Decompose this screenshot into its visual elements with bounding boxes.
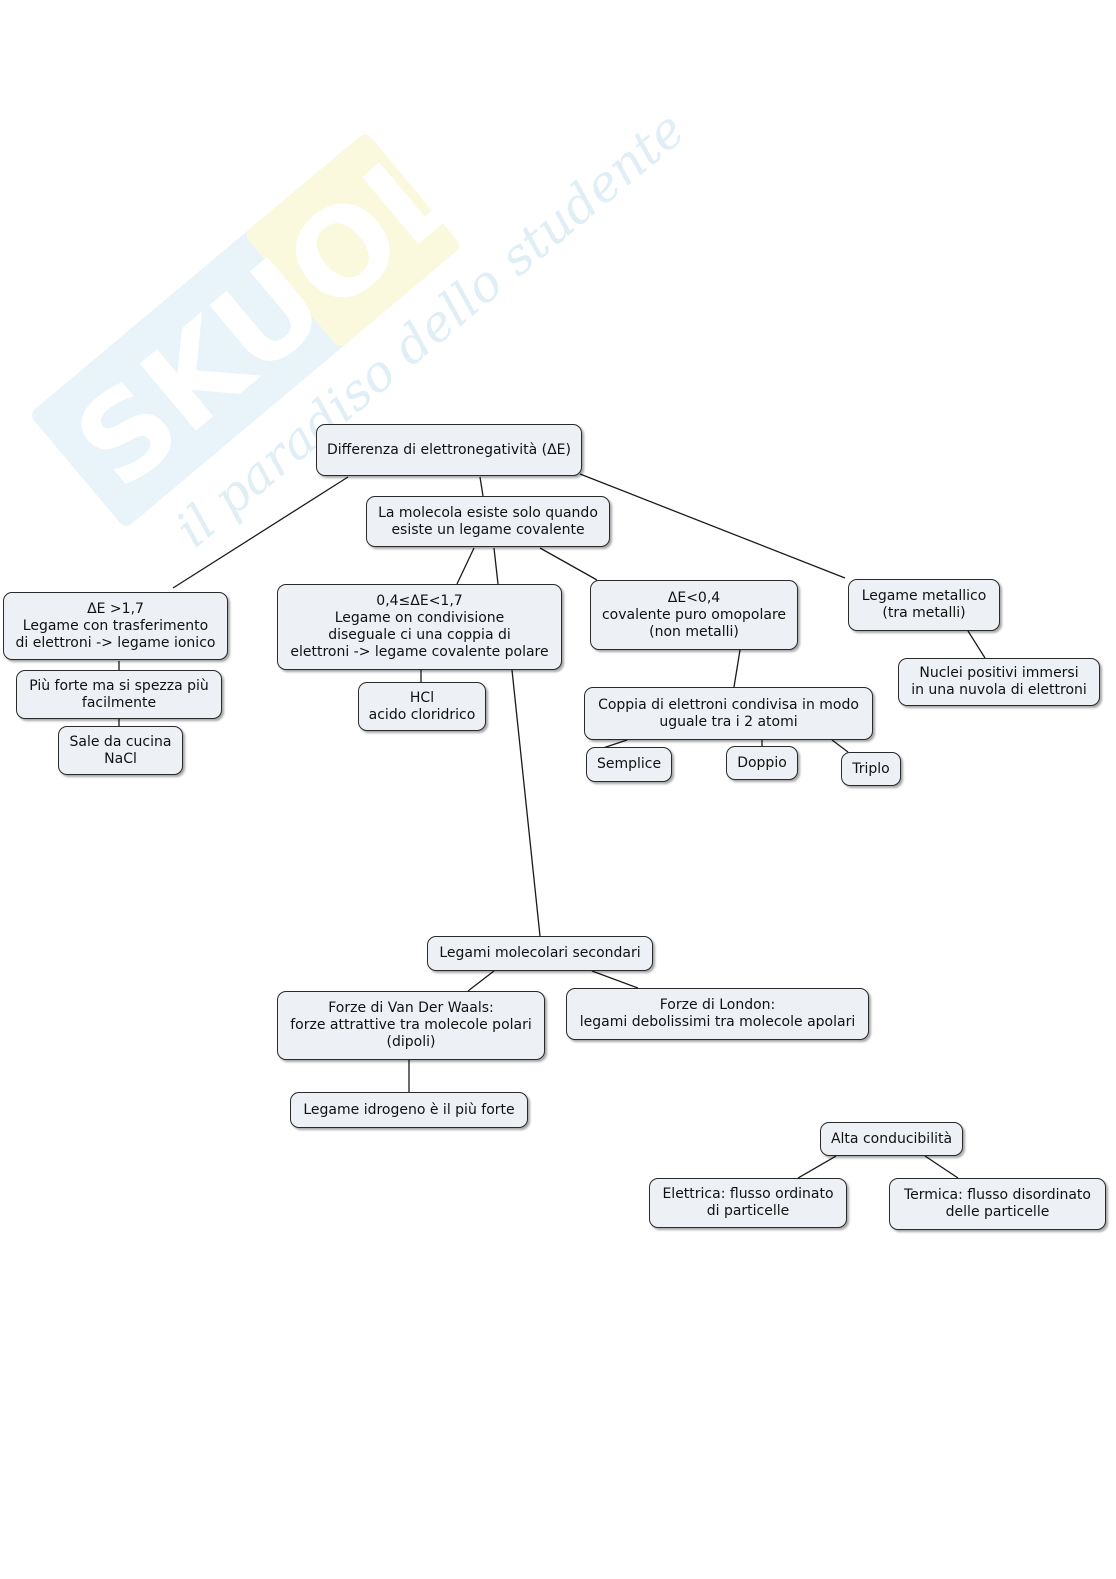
node-positive-nuclei: Nuclei positivi immersi in una nuvola di… bbox=[898, 658, 1100, 706]
connector bbox=[924, 1155, 959, 1179]
node-text: Legame idrogeno è il più forte bbox=[303, 1101, 515, 1118]
connector bbox=[591, 970, 639, 989]
connector bbox=[172, 476, 349, 589]
node-text: NaCl bbox=[104, 750, 137, 767]
node-text: di elettroni -> legame ionico bbox=[15, 634, 216, 651]
node-text: legami debolissimi tra molecole apolari bbox=[579, 1014, 856, 1030]
watermark-tagline: il paradiso dello studente bbox=[165, 100, 696, 558]
node-triple-bond: Triplo bbox=[841, 752, 901, 786]
node-text: Coppia di elettroni condivisa in modo bbox=[598, 696, 859, 713]
node-text: diseguale ci una coppia di bbox=[328, 627, 511, 643]
node-text: (tra metalli) bbox=[882, 605, 966, 621]
node-text: delle particelle bbox=[945, 1204, 1050, 1220]
node-text: covalente puro omopolare bbox=[601, 606, 787, 623]
node-stronger-breaks: Più forte ma si spezza più facilmente bbox=[16, 670, 222, 719]
connector bbox=[479, 476, 484, 497]
node-text: elettroni -> legame covalente polare bbox=[290, 644, 549, 660]
watermark-band-accent bbox=[246, 134, 460, 346]
node-text: Forze di Van Der Waals: bbox=[328, 1000, 494, 1016]
connector bbox=[967, 630, 986, 659]
node-text: Forze di London: bbox=[659, 997, 776, 1013]
node-text: Più forte ma si spezza più bbox=[29, 677, 209, 694]
connector bbox=[511, 669, 541, 937]
node-text: facilmente bbox=[81, 694, 157, 711]
node-text: ΔE<0,4 bbox=[667, 589, 721, 606]
node-molecule-exists: La molecola esiste solo quando esiste un… bbox=[366, 496, 610, 547]
node-text: uguale tra i 2 atomi bbox=[659, 713, 798, 730]
connector bbox=[456, 547, 475, 585]
node-shared-pair: Coppia di elettroni condivisa in modo ug… bbox=[584, 687, 873, 740]
connector bbox=[831, 739, 849, 753]
node-text: La molecola esiste solo quando bbox=[378, 504, 598, 521]
node-text: Legami molecolari secondari bbox=[439, 945, 641, 961]
node-text: Elettrica: flusso ordinato bbox=[662, 1186, 834, 1202]
node-text: forze attrattive tra molecole polari bbox=[290, 1017, 532, 1033]
node-secondary-bonds: Legami molecolari secondari bbox=[427, 936, 653, 971]
connector bbox=[539, 547, 598, 581]
node-electrical-conductivity: Elettrica: flusso ordinato di particelle bbox=[649, 1178, 847, 1228]
node-text: Semplice bbox=[596, 756, 662, 772]
node-london-forces: Forze di London: legami debolissimi tra … bbox=[566, 988, 869, 1040]
node-text: ΔE >1,7 bbox=[87, 600, 144, 617]
node-text: Triplo bbox=[852, 760, 890, 777]
connector bbox=[579, 473, 846, 579]
node-table-salt: Sale da cucina NaCl bbox=[58, 726, 183, 775]
node-text: Termica: flusso disordinato bbox=[904, 1187, 1091, 1203]
node-thermal-conductivity: Termica: flusso disordinato delle partic… bbox=[889, 1178, 1106, 1230]
node-high-conductivity: Alta conducibilità bbox=[820, 1122, 963, 1156]
node-electronegativity-difference: Differenza di elettronegatività (ΔE) bbox=[316, 424, 582, 476]
node-text: di particelle bbox=[706, 1203, 790, 1219]
connector bbox=[467, 970, 495, 992]
node-text: Legame on condivisione bbox=[334, 610, 505, 626]
node-text: acido cloridrico bbox=[368, 706, 476, 723]
node-double-bond: Doppio bbox=[726, 746, 798, 780]
node-text: Alta conducibilità bbox=[830, 1130, 953, 1147]
node-text: Legame con trasferimento bbox=[22, 617, 209, 634]
node-text: in una nuvola di elettroni bbox=[911, 682, 1087, 698]
node-hcl: HCl acido cloridrico bbox=[358, 682, 486, 731]
node-nonpolar-covalent: ΔE<0,4 covalente puro omopolare (non met… bbox=[590, 580, 798, 650]
node-text: Legame metallico bbox=[861, 588, 987, 604]
node-text: Doppio bbox=[737, 754, 787, 771]
node-single-bond: Semplice bbox=[586, 747, 672, 782]
connector bbox=[733, 649, 741, 688]
connector bbox=[797, 1155, 837, 1179]
node-text: HCl bbox=[409, 689, 435, 706]
node-text: (dipoli) bbox=[386, 1034, 436, 1050]
node-hydrogen-bond: Legame idrogeno è il più forte bbox=[290, 1092, 528, 1128]
connector bbox=[493, 547, 499, 585]
node-van-der-waals: Forze di Van Der Waals: forze attrattive… bbox=[277, 991, 545, 1060]
node-metallic-bond: Legame metallico (tra metalli) bbox=[848, 579, 1000, 631]
node-text: Differenza di elettronegatività (ΔE) bbox=[327, 441, 571, 458]
node-ionic-bond: ΔE >1,7 Legame con trasferimento di elet… bbox=[3, 592, 228, 660]
node-text: Sale da cucina bbox=[69, 733, 172, 750]
node-polar-covalent: 0,4≤ΔE<1,7 Legame on condivisione disegu… bbox=[277, 584, 562, 670]
node-text: esiste un legame covalente bbox=[391, 521, 585, 538]
node-text: 0,4≤ΔE<1,7 bbox=[376, 593, 463, 609]
node-text: (non metalli) bbox=[649, 623, 739, 640]
node-text: Nuclei positivi immersi bbox=[919, 665, 1079, 681]
